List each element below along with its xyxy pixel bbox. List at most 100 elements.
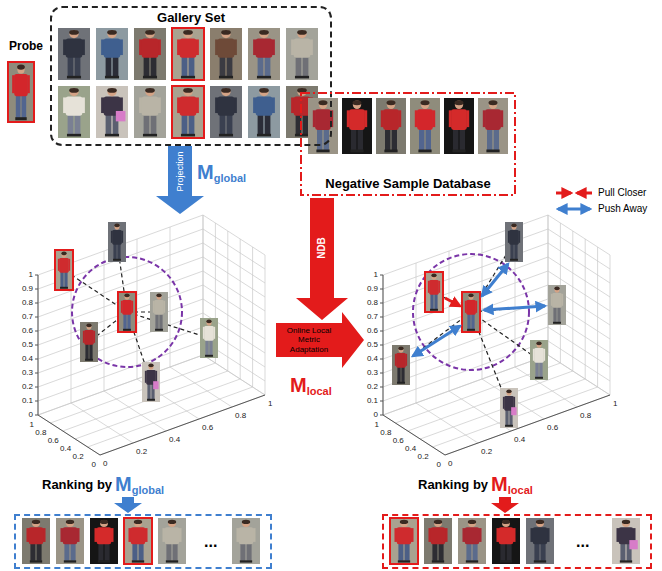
person-image (462, 292, 480, 332)
grid-line (38, 271, 203, 331)
tick-mark (35, 289, 38, 290)
pull-arrow (577, 192, 592, 195)
person-image (158, 518, 186, 564)
tick-label: 0.4 (514, 436, 525, 444)
tick-label: 1 (30, 421, 34, 429)
grid-line (482, 379, 544, 419)
tick-label: 0 (92, 461, 96, 469)
push-arrow (484, 306, 545, 310)
arrow-label: Online Local Metric Adaptation (279, 326, 339, 354)
tick-label: 0.2 (417, 453, 428, 461)
probe-box: Probe (4, 40, 48, 128)
tick-label: 0.9 (22, 285, 33, 293)
arrow-label: Projection (176, 151, 185, 191)
person-image (58, 28, 90, 80)
push-arrow (482, 264, 508, 296)
tick-label: 0.6 (393, 437, 404, 445)
node-text: Gallery Set (157, 11, 225, 24)
grid-line (75, 379, 240, 439)
tick-label: 0.8 (380, 429, 391, 437)
metric-subscript: local (307, 386, 332, 397)
tick-label: 0 (437, 461, 441, 469)
neighborhood-circle (72, 257, 182, 367)
grid-line (88, 387, 253, 447)
ranking-arrow (114, 497, 142, 513)
person-image (444, 98, 474, 154)
axis-line (100, 395, 265, 455)
tick-mark (380, 317, 383, 318)
tick-mark (35, 387, 38, 388)
tick-label: 0.6 (367, 327, 378, 335)
node-text: ... (204, 534, 217, 550)
tick-mark (35, 345, 38, 346)
tick-mark (380, 359, 383, 360)
pull-arrow (445, 298, 460, 306)
person-image (108, 222, 126, 262)
tick-label: 0.8 (235, 412, 246, 420)
metric-symbol: M (290, 375, 307, 395)
person-image (55, 250, 73, 290)
tick-label: 0.6 (48, 437, 59, 445)
person-image (134, 86, 166, 138)
axis-line (383, 415, 445, 455)
tick-mark (380, 303, 383, 304)
tick-mark (380, 373, 383, 374)
push-arrow (413, 326, 460, 356)
person-image (124, 518, 152, 564)
tick-label: 0.1 (22, 397, 33, 405)
person-image (58, 86, 90, 138)
ndb-arrow (296, 198, 348, 320)
person-image (172, 86, 204, 138)
ranking-title: Ranking by (42, 478, 112, 491)
tick-label: 0.8 (35, 429, 46, 437)
node-text: ... (576, 534, 589, 550)
distance-line (471, 305, 557, 312)
grid-line (420, 379, 585, 439)
ranking-box: ... (382, 514, 652, 569)
person-image (478, 98, 508, 154)
person-image (424, 518, 452, 564)
tick-label: 0.6 (202, 424, 213, 432)
tick-label: 0.9 (367, 285, 378, 293)
tick-label: 0 (103, 460, 107, 468)
grid-line (50, 363, 215, 423)
grid-line (203, 215, 265, 255)
tick-label: 0.4 (60, 445, 71, 453)
tick-mark (35, 303, 38, 304)
person-image (505, 222, 523, 262)
grid-line (383, 229, 548, 289)
tick-label: 1 (29, 271, 33, 279)
tick-mark (380, 401, 383, 402)
tick-mark (35, 275, 38, 276)
tick-mark (380, 387, 383, 388)
person-image (526, 518, 554, 564)
tick-mark (380, 415, 383, 416)
tick-label: 0.5 (367, 341, 378, 349)
adaptation-arrow (276, 312, 364, 368)
tick-label: 1 (374, 271, 378, 279)
person-image (248, 28, 280, 80)
tick-label: 1 (375, 421, 379, 429)
gallery-box: Gallery Set (50, 6, 332, 146)
grid-line (38, 215, 203, 275)
grid-line (170, 367, 232, 407)
tick-mark (380, 289, 383, 290)
tick-label: 0 (448, 460, 452, 468)
grid-line (548, 215, 610, 255)
tick-label: 0.2 (136, 448, 147, 456)
ranking-title: Ranking by (418, 478, 488, 491)
tick-label: 0 (29, 411, 33, 419)
grid-line (395, 363, 560, 423)
tick-label: 0.7 (367, 313, 378, 321)
person-image (376, 98, 406, 154)
neighborhood-circle (413, 254, 529, 370)
tick-label: 0.4 (22, 355, 33, 363)
tick-label: 0 (374, 411, 378, 419)
projection-arrow (156, 146, 204, 214)
person-image (172, 28, 204, 80)
person-image (492, 518, 520, 564)
tick-label: 0.7 (22, 313, 33, 321)
tick-mark (35, 359, 38, 360)
tick-label: 0.4 (367, 355, 378, 363)
plot-3d (35, 215, 265, 455)
